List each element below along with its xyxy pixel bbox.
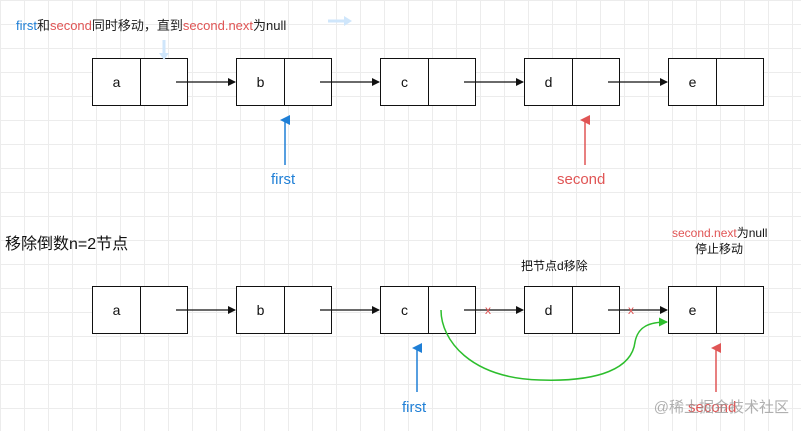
- bottom-second-label: second: [688, 399, 737, 416]
- cross-mark-c-d: x: [485, 303, 491, 317]
- stop-note-null: 为null: [736, 226, 768, 240]
- bottom-node-d-value: d: [525, 287, 573, 333]
- bottom-node-e-value: e: [669, 287, 717, 333]
- bottom-node-d: d: [524, 286, 620, 334]
- bottom-node-a: a: [92, 286, 188, 334]
- bypass-arrow: [440, 309, 668, 381]
- ghost-arrow-right-icon: [328, 16, 352, 26]
- top-node-d: d: [524, 58, 620, 106]
- top-node-b-value: b: [237, 59, 285, 105]
- bottom-node-a-value: a: [93, 287, 141, 333]
- header-caption: first和second同时移动，直到second.next为null: [16, 15, 286, 34]
- top-node-e: e: [668, 58, 764, 106]
- ghost-arrow-down-icon: [159, 40, 169, 60]
- bottom-node-c-value: c: [381, 287, 429, 333]
- top-node-c-value: c: [381, 59, 429, 105]
- header-null: 为null: [253, 18, 287, 33]
- bottom-node-e: e: [668, 286, 764, 334]
- cross-mark-d-e: x: [628, 303, 634, 317]
- stop-note-line2: 停止移动: [695, 242, 744, 256]
- header-first: first: [16, 18, 37, 33]
- top-second-label: second: [557, 171, 606, 188]
- header-move: 同时移动，直到: [91, 18, 183, 33]
- top-node-b: b: [236, 58, 332, 106]
- stop-note-second-next: second.next: [672, 226, 737, 240]
- header-second-next: second.next: [182, 18, 254, 33]
- top-node-e-value: e: [669, 59, 717, 105]
- bottom-node-c: c: [380, 286, 476, 334]
- watermark: @稀土掘金技术社区: [653, 399, 789, 416]
- header-and: 和: [36, 18, 50, 33]
- bottom-first-label: first: [402, 399, 427, 416]
- header-second: second: [49, 18, 92, 33]
- stop-note-line1: second.next为null: [672, 224, 767, 241]
- top-first-label: first: [271, 171, 296, 188]
- remove-note: 把节点d移除: [521, 259, 588, 273]
- top-node-a-value: a: [93, 59, 141, 105]
- top-node-d-value: d: [525, 59, 573, 105]
- top-node-c: c: [380, 58, 476, 106]
- bottom-node-b: b: [236, 286, 332, 334]
- section-title: 移除倒数n=2节点: [5, 236, 129, 253]
- bottom-node-b-value: b: [237, 287, 285, 333]
